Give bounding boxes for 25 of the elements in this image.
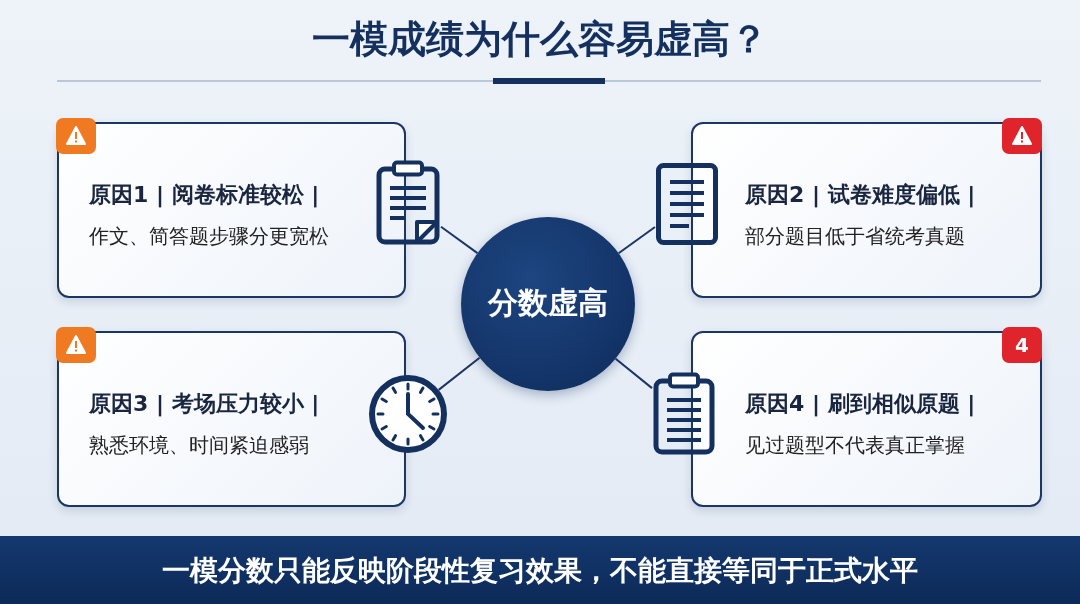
clock-icon: [368, 374, 448, 454]
connector-line: [617, 226, 656, 255]
clipboard-icon: [652, 372, 716, 456]
reason-card: [57, 331, 406, 507]
reason-heading: 原因3 | 考场压力较小 |: [89, 390, 320, 419]
reason-heading: 原因2 | 试卷难度偏低 |: [745, 181, 976, 210]
reason-text: 见过题型不代表真正掌握: [745, 432, 965, 459]
reason-card: [691, 122, 1042, 298]
reason-card: [57, 122, 406, 298]
connector-line: [440, 225, 479, 255]
reason-text: 作文、简答题步骤分更宽松: [89, 223, 329, 250]
center-text: 分数虚高: [486, 284, 609, 322]
title: 一模成绩为什么容易虚高？: [311, 16, 769, 63]
reason-heading: 原因4 | 刷到相似原题 |: [745, 390, 976, 419]
reason-text: 熟悉环境、时间紧迫感弱: [89, 432, 309, 459]
clipboard-icon: [375, 160, 441, 246]
reason-heading: 原因1 | 阅卷标准较松 |: [89, 181, 320, 210]
caption-text: 一模分数只能反映阶段性复习效果，不能直接等同于正式水平: [161, 553, 919, 589]
connector-line: [437, 356, 481, 391]
center-circle: [461, 217, 635, 391]
document-icon: [655, 162, 719, 246]
number-badge: 4: [1002, 327, 1042, 363]
reason-text: 部分题目低于省统考真题: [745, 223, 965, 250]
connector-line: [614, 357, 653, 390]
reason-card: [691, 331, 1042, 507]
